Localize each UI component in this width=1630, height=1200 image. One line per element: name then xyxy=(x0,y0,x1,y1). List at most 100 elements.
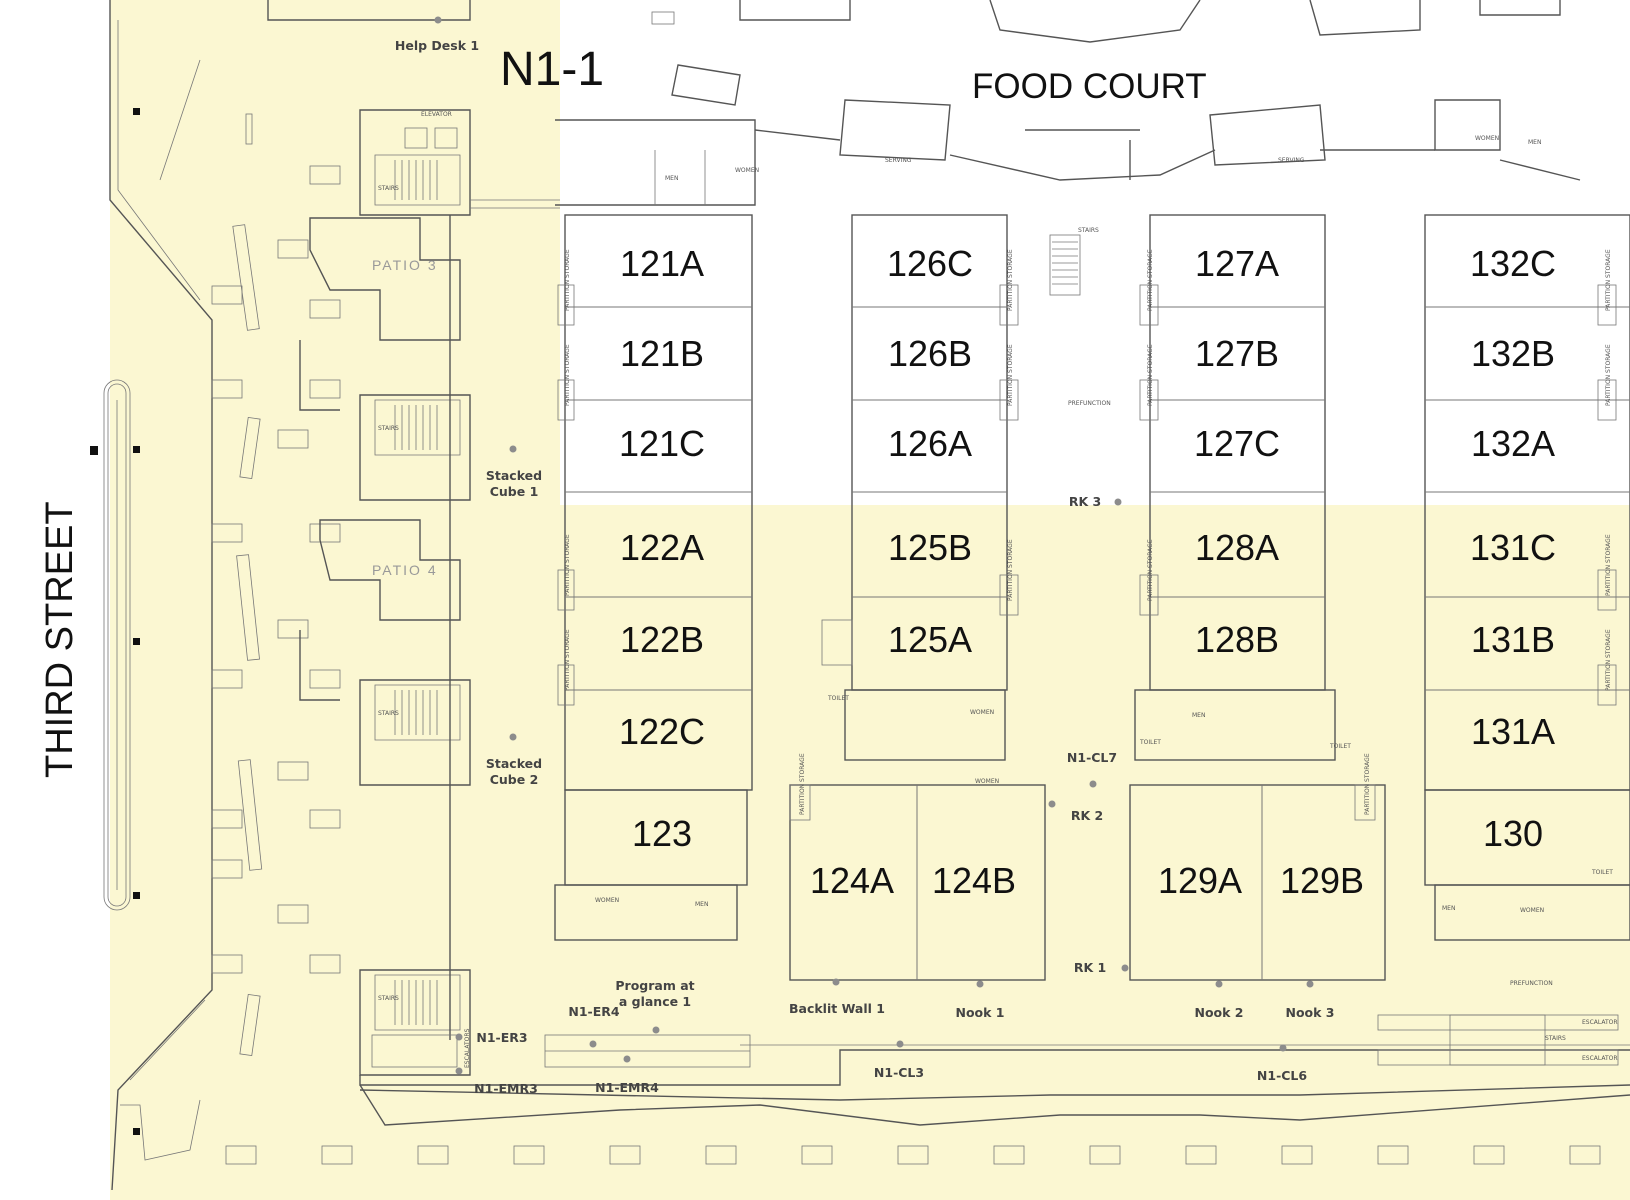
room-129B: 129B xyxy=(1280,860,1364,901)
svg-text:MEN: MEN xyxy=(1192,712,1205,719)
svg-text:TOILET: TOILET xyxy=(1329,743,1351,750)
rk3-label: RK 3 xyxy=(1069,494,1101,509)
svg-text:PARTITION STORAGE: PARTITION STORAGE xyxy=(1147,539,1154,601)
room-127A: 127A xyxy=(1195,243,1279,284)
rk2-label: RK 2 xyxy=(1071,808,1103,823)
svg-text:MEN: MEN xyxy=(1442,905,1455,912)
svg-text:MEN: MEN xyxy=(695,901,708,908)
svg-text:PARTITION STORAGE: PARTITION STORAGE xyxy=(1147,344,1154,406)
patio-4-label: PATIO 4 xyxy=(372,562,438,578)
svg-text:STAIRS: STAIRS xyxy=(378,710,399,717)
svg-text:PARTITION STORAGE: PARTITION STORAGE xyxy=(1364,753,1371,815)
room-122A: 122A xyxy=(620,527,704,568)
room-131B: 131B xyxy=(1471,619,1555,660)
svg-text:ELEVATOR: ELEVATOR xyxy=(421,111,452,118)
stacked-cube-2-label-b: Cube 2 xyxy=(490,772,539,787)
cl6-marker xyxy=(1279,1044,1287,1052)
planters xyxy=(232,113,263,1056)
svg-text:PREFUNCTION: PREFUNCTION xyxy=(1068,400,1111,407)
svg-text:TOILET: TOILET xyxy=(1591,869,1613,876)
help-desk-label: Help Desk 1 xyxy=(395,38,479,53)
emr3-marker xyxy=(455,1067,463,1075)
room-128A: 128A xyxy=(1195,527,1279,568)
svg-text:MEN: MEN xyxy=(1528,139,1541,146)
room-126C: 126C xyxy=(887,243,973,284)
backlit-wall-marker xyxy=(832,978,840,986)
nook2-marker xyxy=(1215,980,1223,988)
room-126B: 126B xyxy=(888,333,972,374)
rk2-marker xyxy=(1048,800,1056,808)
nook1-label: Nook 1 xyxy=(956,1005,1005,1020)
poi-labels: Help Desk 1 Stacked Cube 1 Stacked Cube … xyxy=(395,38,1335,1096)
room-126A: 126A xyxy=(888,423,972,464)
room-130: 130 xyxy=(1483,813,1543,854)
room-127B: 127B xyxy=(1195,333,1279,374)
nook2-label: Nook 2 xyxy=(1195,1005,1244,1020)
nook3-label: Nook 3 xyxy=(1286,1005,1335,1020)
svg-text:PARTITION STORAGE: PARTITION STORAGE xyxy=(1147,249,1154,311)
room-124A: 124A xyxy=(810,860,894,901)
stacked-cube-1-label-b: Cube 1 xyxy=(490,484,539,499)
svg-text:PARTITION STORAGE: PARTITION STORAGE xyxy=(799,753,806,815)
svg-text:SERVING: SERVING xyxy=(885,157,912,164)
svg-text:STAIRS: STAIRS xyxy=(1078,227,1099,234)
svg-text:PARTITION STORAGE: PARTITION STORAGE xyxy=(564,629,571,691)
emr4-label: N1-EMR4 xyxy=(595,1080,659,1095)
room-walls xyxy=(554,214,1630,981)
svg-text:ESCALATORS: ESCALATORS xyxy=(464,1028,471,1068)
stacked-cube-2-marker xyxy=(509,733,517,741)
svg-text:WOMEN: WOMEN xyxy=(1520,907,1544,914)
rk1-label: RK 1 xyxy=(1074,960,1106,975)
room-121B: 121B xyxy=(620,333,704,374)
rk3-marker xyxy=(1114,498,1122,506)
emr3-label: N1-EMR3 xyxy=(474,1081,538,1096)
section-label: N1-1 xyxy=(500,43,604,96)
svg-text:PARTITION STORAGE: PARTITION STORAGE xyxy=(564,249,571,311)
room-122B: 122B xyxy=(620,619,704,660)
svg-text:STAIRS: STAIRS xyxy=(378,425,399,432)
stacked-cube-2-label-a: Stacked xyxy=(486,756,542,771)
column-markers xyxy=(211,165,1601,1165)
cl3-label: N1-CL3 xyxy=(874,1065,924,1080)
svg-text:PARTITION STORAGE: PARTITION STORAGE xyxy=(564,534,571,596)
svg-text:PARTITION STORAGE: PARTITION STORAGE xyxy=(1605,534,1612,596)
architectural-labels: ELEVATOR STAIRS STAIRS STAIRS STAIRS STA… xyxy=(378,111,1618,1068)
room-132C: 132C xyxy=(1470,243,1556,284)
street-label: THIRD STREET xyxy=(39,501,81,778)
er3-label: N1-ER3 xyxy=(476,1030,527,1045)
svg-text:WOMEN: WOMEN xyxy=(595,897,619,904)
er4-label: N1-ER4 xyxy=(568,1004,620,1019)
room-125A: 125A xyxy=(888,619,972,660)
svg-text:ESCALATOR: ESCALATOR xyxy=(1582,1019,1618,1026)
program-marker xyxy=(652,1026,660,1034)
room-122C: 122C xyxy=(619,711,705,752)
svg-text:STAIRS: STAIRS xyxy=(378,995,399,1002)
svg-text:PARTITION STORAGE: PARTITION STORAGE xyxy=(1605,344,1612,406)
program-label-b: a glance 1 xyxy=(619,994,691,1009)
rk1-marker xyxy=(1121,964,1129,972)
nook3-marker xyxy=(1306,980,1314,988)
svg-text:PARTITION STORAGE: PARTITION STORAGE xyxy=(1007,249,1014,311)
svg-text:WOMEN: WOMEN xyxy=(735,167,759,174)
backlit-wall-label: Backlit Wall 1 xyxy=(789,1001,885,1016)
program-label-a: Program at xyxy=(615,978,694,993)
emr4-marker xyxy=(623,1055,631,1063)
stacked-cube-1-label-a: Stacked xyxy=(486,468,542,483)
building-outline xyxy=(109,0,213,1191)
svg-text:TOILET: TOILET xyxy=(1139,739,1161,746)
room-121A: 121A xyxy=(620,243,704,284)
room-132B: 132B xyxy=(1471,333,1555,374)
patio-3-label: PATIO 3 xyxy=(372,257,438,273)
svg-text:PARTITION STORAGE: PARTITION STORAGE xyxy=(1605,249,1612,311)
room-131A: 131A xyxy=(1471,711,1555,752)
cl7-marker xyxy=(1089,780,1097,788)
room-labels: 121A 121B 121C 122A 122B 122C 123 126C 1… xyxy=(619,243,1556,901)
patio-structures xyxy=(267,0,560,1076)
svg-text:STAIRS: STAIRS xyxy=(378,185,399,192)
room-132A: 132A xyxy=(1471,423,1555,464)
svg-text:PARTITION STORAGE: PARTITION STORAGE xyxy=(1007,344,1014,406)
cl3-marker xyxy=(896,1040,904,1048)
room-127C: 127C xyxy=(1194,423,1280,464)
svg-text:STAIRS: STAIRS xyxy=(1545,1035,1566,1042)
